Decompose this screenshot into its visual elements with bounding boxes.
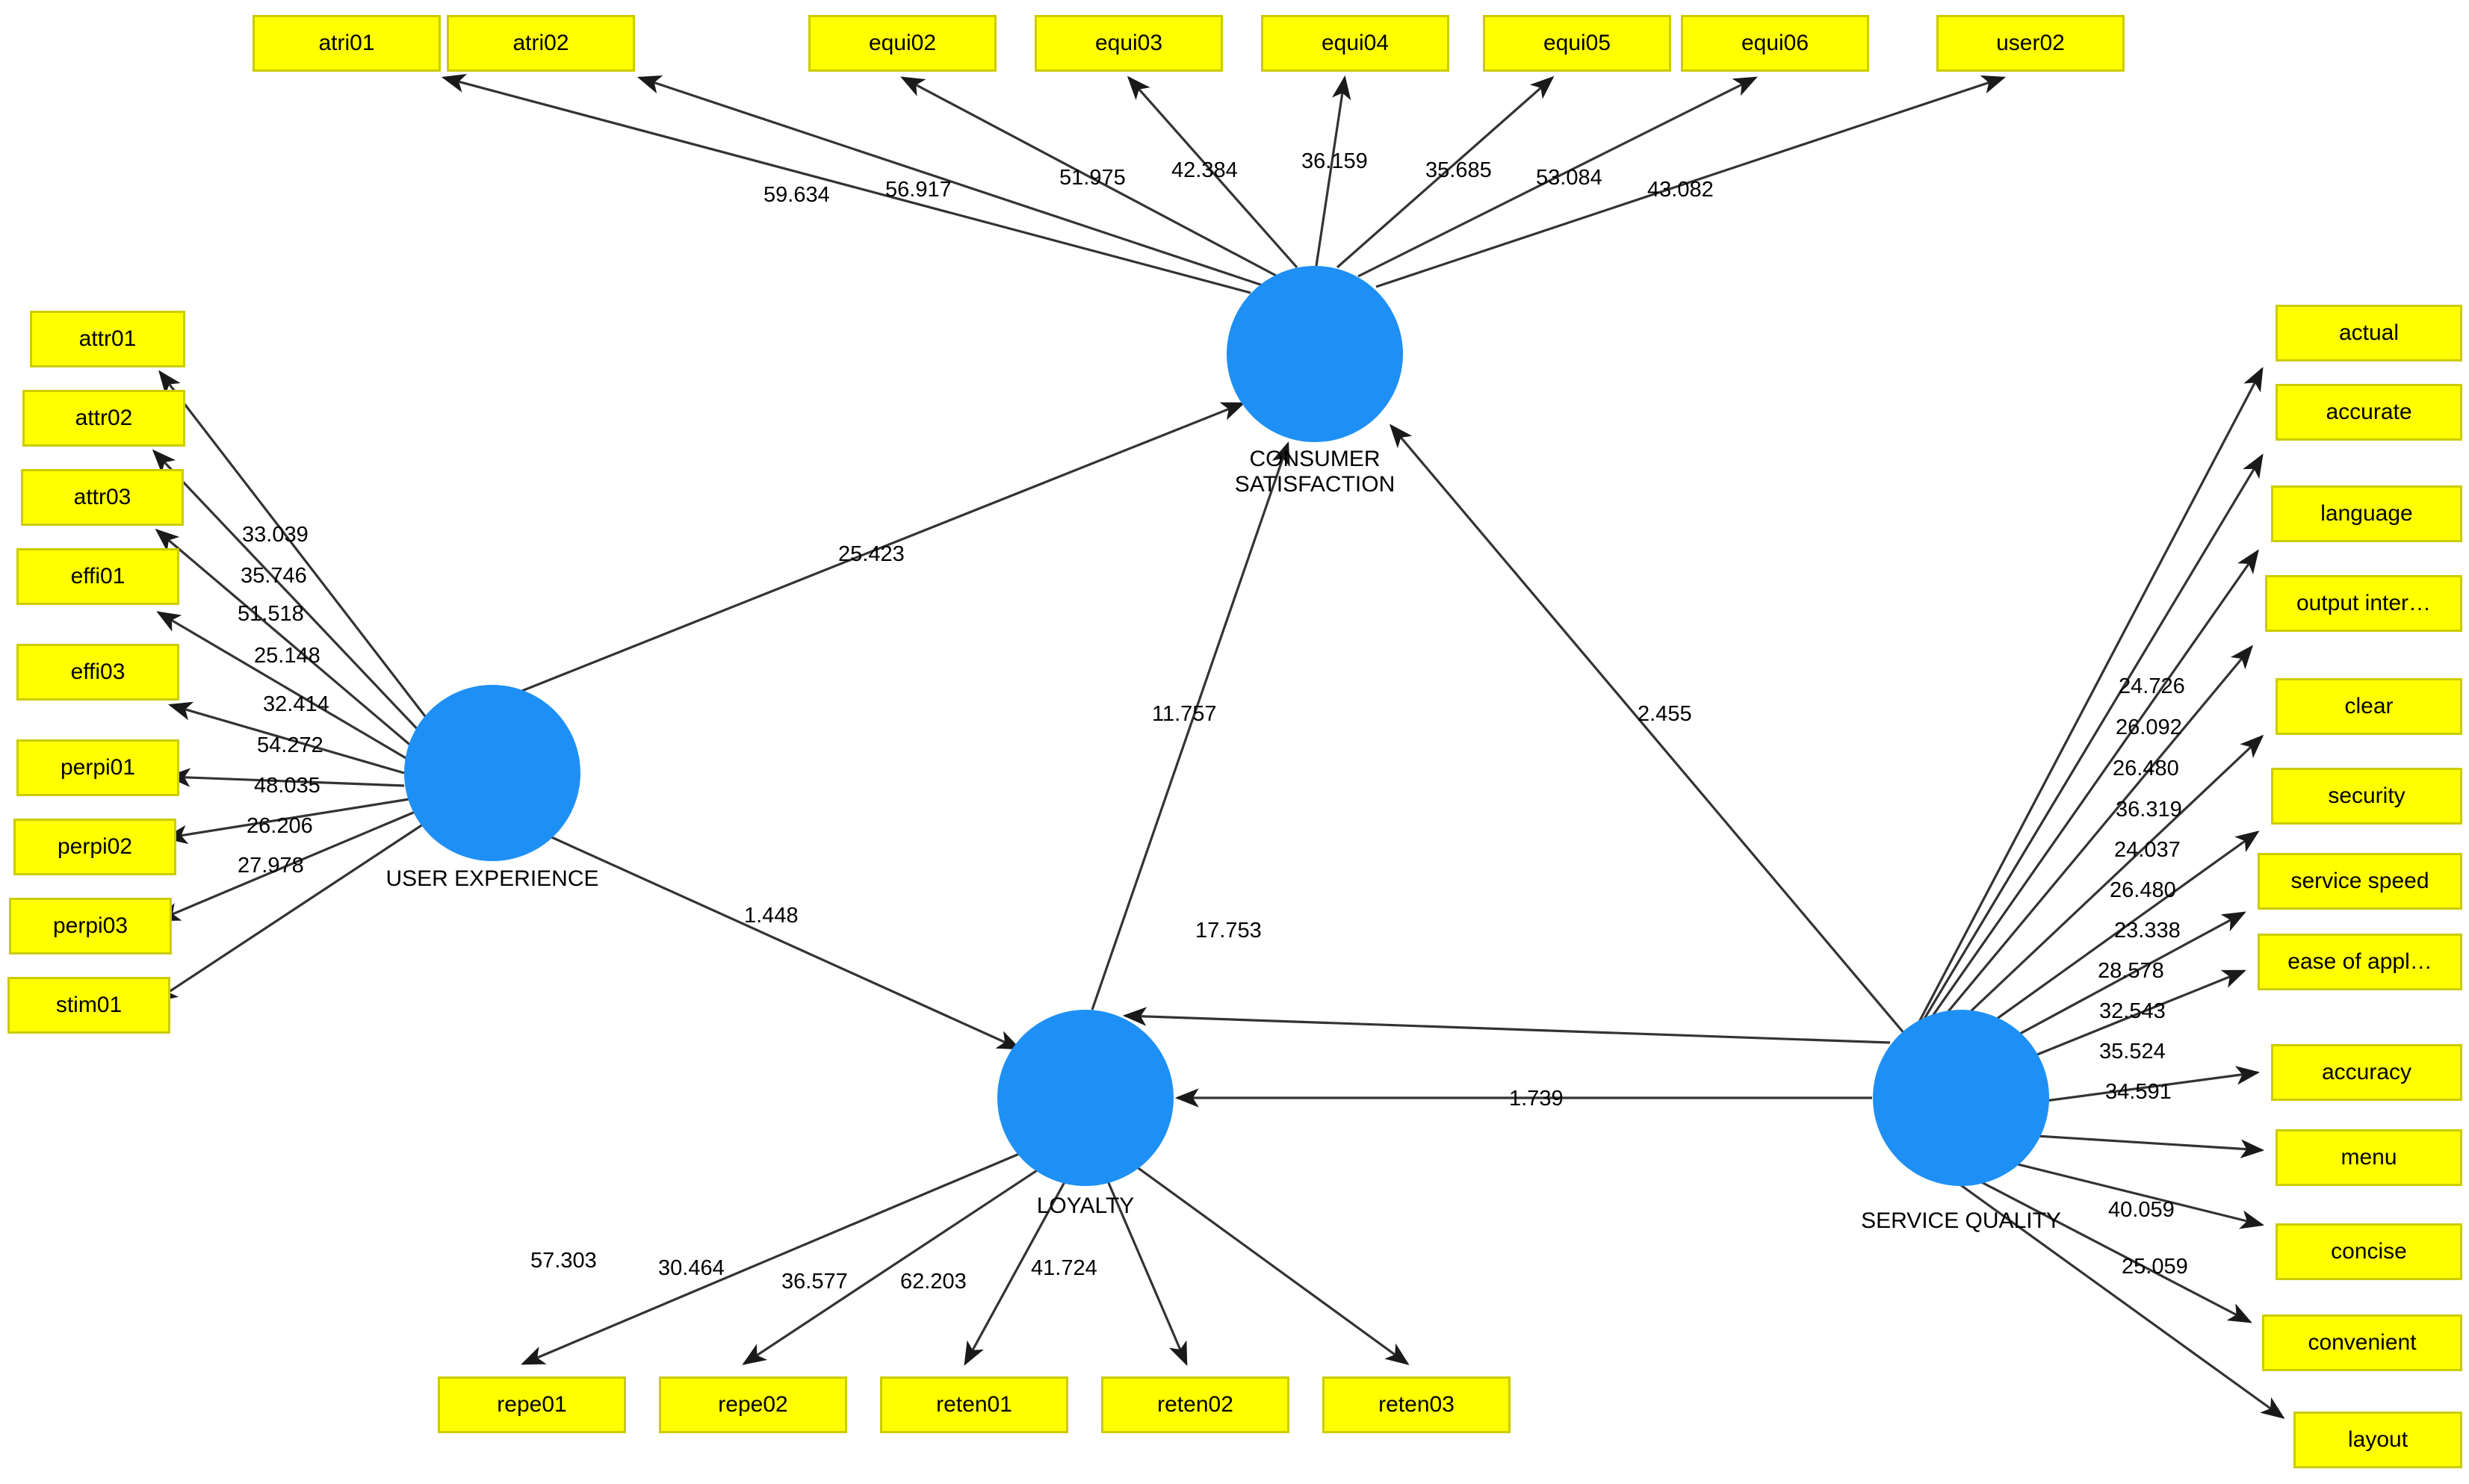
indicator-box[interactable]: repe01 xyxy=(438,1376,626,1433)
indicator-box[interactable]: effi03 xyxy=(16,644,179,701)
outer-loading-value: 27.978 xyxy=(238,854,304,878)
outer-loading-value: 26.092 xyxy=(2116,715,2182,739)
outer-loading-value: 24.726 xyxy=(2119,674,2185,698)
latent-label-consumer-satisfaction: CONSUMER SATISFACTION xyxy=(1234,447,1395,497)
indicator-box[interactable]: attr02 xyxy=(22,390,185,447)
outer-loading-value: 36.319 xyxy=(2116,798,2182,822)
indicator-box[interactable]: security xyxy=(2271,768,2462,825)
indicator-box[interactable]: atri02 xyxy=(447,15,635,72)
outer-loading-value: 28.578 xyxy=(2098,959,2164,983)
path-coefficient-value: 17.753 xyxy=(1195,919,1262,943)
latent-node-service-quality[interactable] xyxy=(1873,1010,2049,1186)
outer-loading-value: 26.480 xyxy=(2113,757,2179,780)
outer-loading-value: 56.917 xyxy=(885,178,952,202)
outer-loading-value: 23.338 xyxy=(2114,919,2181,943)
path-coefficient-value: 2.455 xyxy=(1638,702,1692,726)
indicator-box[interactable]: user02 xyxy=(1936,15,2125,72)
indicator-box[interactable]: stim01 xyxy=(7,977,170,1034)
outer-loading-value: 30.464 xyxy=(658,1256,725,1280)
indicator-box[interactable]: output inter… xyxy=(2265,575,2462,632)
indicator-box[interactable]: reten03 xyxy=(1322,1376,1511,1433)
indicator-box[interactable]: equi02 xyxy=(808,15,997,72)
indicator-box[interactable]: accurate xyxy=(2276,384,2462,441)
indicator-box[interactable]: accuracy xyxy=(2271,1044,2462,1101)
outer-loading-value: 40.059 xyxy=(2108,1198,2175,1222)
outer-loading-value: 26.480 xyxy=(2110,878,2176,902)
outer-loading-value: 36.577 xyxy=(781,1270,848,1294)
path-coefficient-value: 1.739 xyxy=(1509,1087,1564,1111)
indicator-box[interactable]: actual xyxy=(2276,305,2462,361)
outer-loading-value: 34.591 xyxy=(2105,1080,2172,1104)
outer-loading-value: 57.303 xyxy=(530,1249,597,1273)
indicator-box[interactable]: concise xyxy=(2276,1223,2462,1280)
outer-loading-value: 54.272 xyxy=(257,733,323,757)
outer-loading-value: 35.524 xyxy=(2099,1040,2166,1064)
outer-loading-value: 35.746 xyxy=(241,564,307,588)
indicator-box[interactable]: language xyxy=(2271,485,2462,542)
indicator-box[interactable]: attr03 xyxy=(21,469,184,526)
path-coefficient-value: 11.757 xyxy=(1152,702,1217,726)
indicator-box[interactable]: menu xyxy=(2276,1129,2462,1186)
latent-label-loyalty: LOYALTY xyxy=(1036,1193,1135,1218)
outer-loading-value: 51.975 xyxy=(1059,166,1126,190)
outer-loading-value: 59.634 xyxy=(763,183,830,207)
latent-node-consumer-satisfaction[interactable] xyxy=(1227,266,1403,442)
indicator-box[interactable]: equi06 xyxy=(1681,15,1869,72)
indicator-box[interactable]: effi01 xyxy=(16,548,179,605)
outer-loading-value: 36.159 xyxy=(1301,149,1368,173)
outer-loading-value: 33.039 xyxy=(242,523,309,547)
indicator-box[interactable]: reten02 xyxy=(1101,1376,1289,1433)
latent-node-user-experience[interactable] xyxy=(404,685,580,861)
indicator-box[interactable]: equi05 xyxy=(1483,15,1671,72)
indicator-box[interactable]: attr01 xyxy=(30,311,185,367)
indicator-box[interactable]: layout xyxy=(2293,1412,2462,1468)
indicator-box[interactable]: perpi01 xyxy=(16,739,179,796)
indicator-box[interactable]: equi03 xyxy=(1035,15,1223,72)
indicator-box[interactable]: repe02 xyxy=(659,1376,847,1433)
indicator-box[interactable]: reten01 xyxy=(880,1376,1068,1433)
outer-loading-value: 24.037 xyxy=(2114,838,2181,862)
indicator-box[interactable]: perpi03 xyxy=(9,898,172,954)
outer-loading-value: 26.206 xyxy=(247,814,313,838)
indicator-box[interactable]: atri01 xyxy=(253,15,441,72)
outer-loading-value: 32.543 xyxy=(2099,999,2166,1023)
outer-loading-value: 48.035 xyxy=(254,774,320,798)
indicator-box[interactable]: perpi02 xyxy=(13,819,176,875)
indicator-box[interactable]: convenient xyxy=(2262,1314,2462,1371)
outer-loading-value: 53.084 xyxy=(1536,166,1602,190)
outer-loading-value: 25.148 xyxy=(254,644,320,668)
indicator-box[interactable]: ease of appl… xyxy=(2258,934,2462,990)
latent-label-service-quality: SERVICE QUALITY xyxy=(1861,1208,2061,1233)
outer-loading-value: 41.724 xyxy=(1031,1256,1097,1280)
outer-loading-value: 35.685 xyxy=(1425,158,1492,182)
outer-loading-value: 42.384 xyxy=(1171,158,1238,182)
outer-loading-value: 51.518 xyxy=(238,602,304,626)
path-coefficient-value: 1.448 xyxy=(744,904,799,928)
latent-label-user-experience: USER EXPERIENCE xyxy=(385,866,599,891)
outer-loading-value: 43.082 xyxy=(1647,178,1714,202)
indicator-box[interactable]: equi04 xyxy=(1261,15,1449,72)
latent-node-loyalty[interactable] xyxy=(997,1010,1174,1186)
indicator-box[interactable]: service speed xyxy=(2258,853,2462,910)
outer-loading-value: 25.059 xyxy=(2122,1255,2188,1279)
outer-loading-value: 62.203 xyxy=(900,1270,967,1294)
path-coefficient-value: 25.423 xyxy=(838,542,905,566)
indicator-box[interactable]: clear xyxy=(2276,678,2462,735)
outer-loading-value: 32.414 xyxy=(263,692,329,716)
